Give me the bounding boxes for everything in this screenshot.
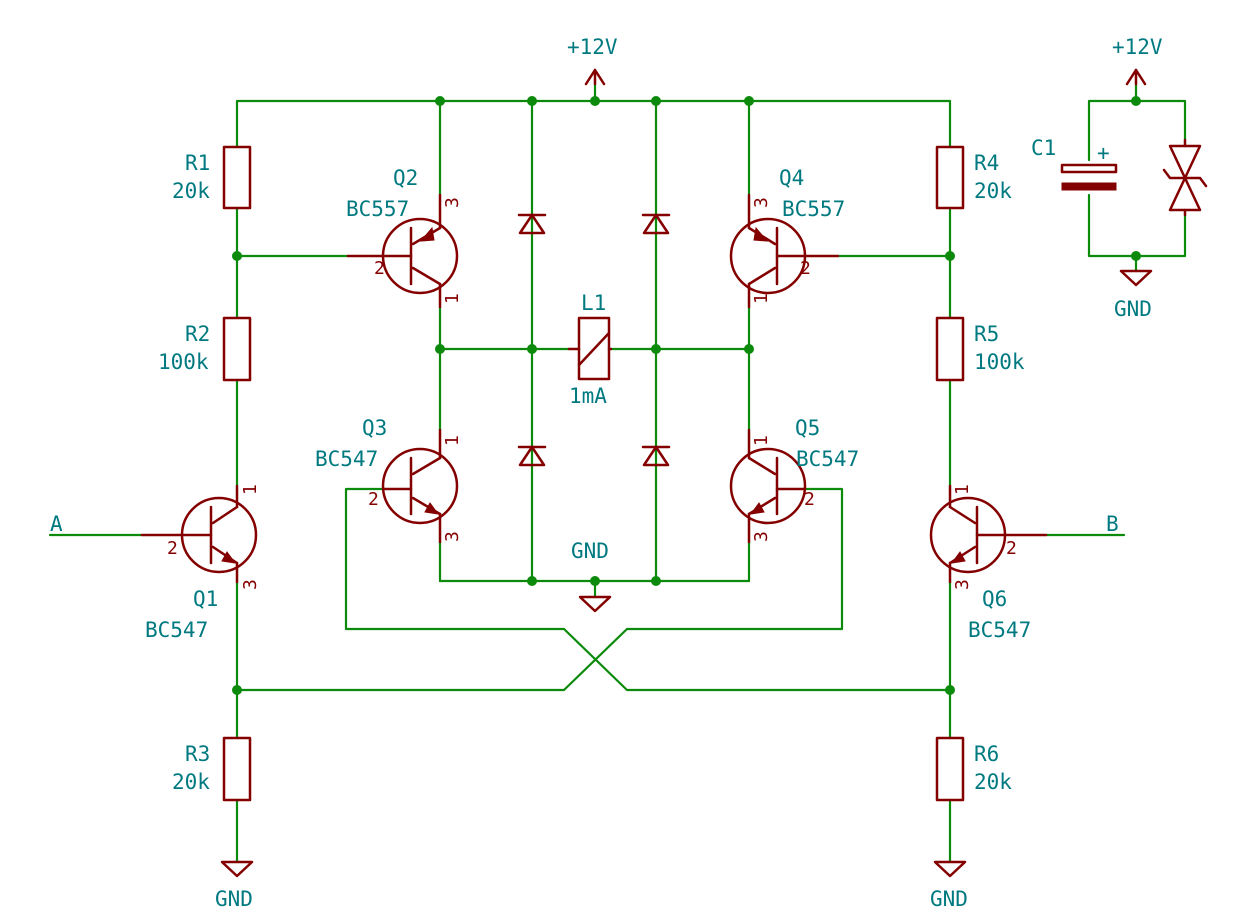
r6-value: 20k <box>974 770 1012 794</box>
diode-d4 <box>641 445 671 467</box>
diode-d1 <box>517 213 547 235</box>
q3-pin-emitter: 3 <box>442 531 463 542</box>
transistor-q3: 2 1 3 Q3 BC547 <box>315 416 463 544</box>
q4-value: BC557 <box>782 197 845 221</box>
q2-value: BC557 <box>346 197 409 221</box>
c1-plus: + <box>1097 141 1110 165</box>
r6-ref: R6 <box>974 742 999 766</box>
diode-d3 <box>517 445 547 467</box>
q6-pin-base: 2 <box>1006 538 1017 559</box>
transistor-q4: 2 3 1 Q4 BC557 <box>729 166 845 309</box>
q1-pin-collector: 1 <box>240 484 261 495</box>
r1-value: 20k <box>172 179 210 203</box>
vcc-label: +12V <box>567 35 618 59</box>
q5-pin-collector: 1 <box>751 435 772 446</box>
wires <box>48 82 1187 864</box>
r3-value: 20k <box>172 770 210 794</box>
diode-d2 <box>641 213 671 235</box>
power-symbol-vcc-cap: +12V <box>1112 35 1163 86</box>
q3-pin-base: 2 <box>368 489 379 510</box>
r2-value: 100k <box>158 350 209 374</box>
transistor-q1: 2 1 3 Q1 BC547 <box>140 484 261 642</box>
transistor-q2: 2 3 1 Q2 BC557 <box>346 166 463 309</box>
gnd-symbol-cap: GND <box>1114 269 1153 321</box>
input-b-label: B <box>1106 512 1119 536</box>
r2-ref: R2 <box>185 322 210 346</box>
q4-pin-base: 2 <box>800 258 811 279</box>
l1-value: 1mA <box>569 384 607 408</box>
tvs-diode <box>1162 138 1208 217</box>
gnd-label-left: GND <box>215 887 253 911</box>
c1-ref: C1 <box>1031 136 1056 160</box>
transistor-q5: 2 1 3 Q5 BC547 <box>729 416 859 544</box>
vcc-label-cap: +12V <box>1112 35 1163 59</box>
relay-coil-l1: L1 1mA <box>567 291 613 408</box>
q2-pin-emitter: 3 <box>442 197 463 208</box>
r5-ref: R5 <box>974 322 999 346</box>
q6-pin-emitter: 3 <box>952 579 973 590</box>
q5-pin-base: 2 <box>804 489 815 510</box>
q5-value: BC547 <box>796 447 859 471</box>
resistor-r6: R6 20k <box>935 736 1012 802</box>
transistor-q6: 2 1 3 Q6 BC547 <box>929 484 1048 642</box>
q5-pin-emitter: 3 <box>751 531 772 542</box>
q5-ref: Q5 <box>795 416 820 440</box>
resistor-r4: R4 20k <box>935 145 1012 210</box>
q1-ref: Q1 <box>193 587 218 611</box>
resistor-r1: R1 20k <box>172 145 252 210</box>
gnd-label-right: GND <box>930 887 968 911</box>
power-symbol-vcc-main: +12V <box>567 35 618 86</box>
q1-pin-emitter: 3 <box>240 579 261 590</box>
r4-value: 20k <box>974 179 1012 203</box>
q3-value: BC547 <box>315 447 378 471</box>
gnd-label-cap: GND <box>1114 297 1152 321</box>
q6-value: BC547 <box>968 618 1031 642</box>
resistor-r3: R3 20k <box>172 736 252 802</box>
capacitor-c1: C1 + <box>1031 136 1118 191</box>
r4-ref: R4 <box>974 151 999 175</box>
l1-ref: L1 <box>581 291 606 315</box>
r1-ref: R1 <box>185 151 210 175</box>
q4-pin-emitter: 3 <box>751 197 772 208</box>
q2-pin-collector: 1 <box>442 293 463 304</box>
q2-pin-base: 2 <box>374 258 385 279</box>
q4-pin-collector: 1 <box>751 293 772 304</box>
r5-value: 100k <box>974 350 1025 374</box>
q3-ref: Q3 <box>362 416 387 440</box>
junctions <box>232 96 1141 695</box>
resistor-r2: R2 100k <box>158 316 252 382</box>
gnd-label-center: GND <box>571 539 609 563</box>
q2-ref: Q2 <box>393 166 418 190</box>
q3-pin-collector: 1 <box>442 435 463 446</box>
gnd-symbol-center: GND <box>571 539 612 613</box>
q1-pin-base: 2 <box>167 538 178 559</box>
gnd-symbol-left: GND <box>215 860 254 911</box>
resistor-r5: R5 100k <box>935 316 1025 382</box>
q1-value: BC547 <box>145 618 208 642</box>
q6-pin-collector: 1 <box>952 484 973 495</box>
input-a-label: A <box>50 512 63 536</box>
q6-ref: Q6 <box>982 587 1007 611</box>
gnd-symbol-right: GND <box>930 860 968 911</box>
q4-ref: Q4 <box>779 166 804 190</box>
r3-ref: R3 <box>185 742 210 766</box>
